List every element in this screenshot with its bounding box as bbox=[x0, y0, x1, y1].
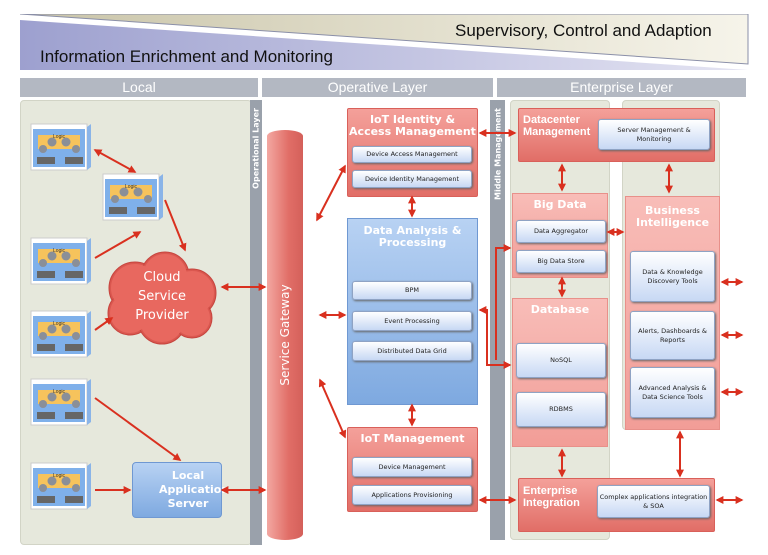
device-access-management: Device Access Management bbox=[352, 146, 472, 163]
distributed-data-grid: Distributed Data Grid bbox=[352, 341, 472, 361]
device-icon bbox=[30, 310, 92, 358]
header-local: Local bbox=[20, 78, 258, 97]
advanced-analysis-tools: Advanced Analysis & Data Science Tools bbox=[630, 367, 715, 418]
rdbms: RDBMS bbox=[516, 392, 606, 427]
device-icon bbox=[30, 237, 92, 285]
cloud-icon bbox=[107, 251, 217, 345]
device-icon bbox=[30, 123, 92, 171]
event-processing: Event Processing bbox=[352, 311, 472, 331]
device-icon bbox=[30, 462, 92, 510]
device-logic-label: Logic bbox=[53, 321, 65, 327]
bpm: BPM bbox=[352, 281, 472, 300]
device-logic-label: Logic bbox=[125, 184, 137, 190]
header-operative: Operative Layer bbox=[262, 78, 493, 97]
applications-provisioning: Applications Provisioning bbox=[352, 485, 472, 505]
middle-management-strip: Middle Management bbox=[490, 100, 505, 540]
device-logic-label: Logic bbox=[53, 473, 65, 479]
data-knowledge-discovery-tools: Data & Knowledge Discovery Tools bbox=[630, 251, 715, 302]
device-icon bbox=[102, 173, 164, 221]
cloud-service-provider: Cloud Service Provider bbox=[135, 270, 189, 323]
device-logic-label: Logic bbox=[53, 248, 65, 254]
enrichment-title: Information Enrichment and Monitoring bbox=[40, 47, 333, 66]
device-identity-management: Device Identity Management bbox=[352, 170, 472, 188]
server-management-monitoring: Server Management & Monitoring bbox=[598, 119, 710, 150]
service-gateway: Service Gateway bbox=[267, 130, 303, 540]
local-application-server: Local Application Server bbox=[132, 462, 229, 518]
device-logic-label: Logic bbox=[53, 134, 65, 140]
supervisory-title: Supervisory, Control and Adaption bbox=[455, 21, 712, 40]
alerts-dashboards-reports: Alerts, Dashboards & Reports bbox=[630, 311, 715, 360]
complex-applications-integration-soa: Complex applications integration & SOA bbox=[597, 485, 710, 518]
operational-layer-strip: Operational Layer bbox=[250, 100, 262, 545]
big-data-store: Big Data Store bbox=[516, 250, 606, 273]
nosql: NoSQL bbox=[516, 343, 606, 378]
header-enterprise: Enterprise Layer bbox=[497, 78, 746, 97]
banner-graphic bbox=[20, 14, 749, 70]
device-logic-label: Logic bbox=[53, 389, 65, 395]
device-management: Device Management bbox=[352, 457, 472, 477]
data-aggregator: Data Aggregator bbox=[516, 220, 606, 243]
device-icon bbox=[30, 378, 92, 426]
